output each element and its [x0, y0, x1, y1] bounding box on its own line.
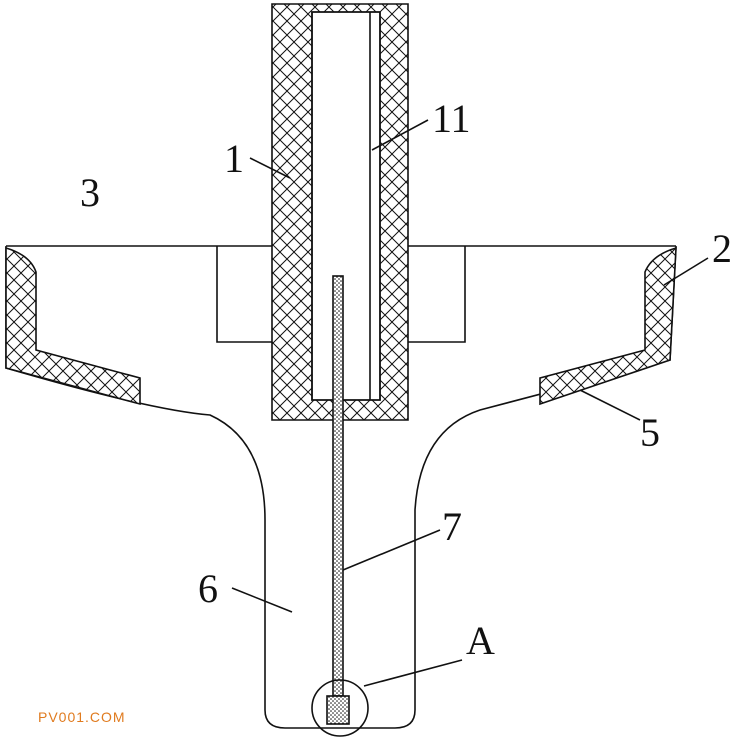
- leader-1: [249, 157, 291, 179]
- right-hatched-wall: [539, 246, 677, 406]
- leader-5: [579, 389, 641, 421]
- label-6: 6: [198, 566, 218, 611]
- label-7: 7: [442, 504, 462, 549]
- housing-outline: [5, 245, 677, 729]
- watermark: PV001.COM: [38, 709, 126, 725]
- leader-a: [363, 659, 463, 687]
- label-2: 2: [712, 226, 732, 271]
- label-11: 11: [432, 96, 471, 141]
- label-3: 3: [80, 170, 100, 215]
- left-hatched-wall: [5, 246, 141, 406]
- detail-circle-a: [311, 679, 369, 737]
- label-a: A: [466, 618, 495, 663]
- inner-collar: [216, 246, 466, 343]
- leader-11: [371, 119, 429, 151]
- inner-liner: [311, 11, 381, 401]
- label-5: 5: [640, 410, 660, 455]
- leader-2: [663, 257, 709, 286]
- label-1: 1: [224, 136, 244, 181]
- leader-7: [342, 529, 441, 571]
- leader-6: [231, 587, 293, 613]
- probe-rod: [332, 275, 344, 697]
- probe-tip: [326, 695, 350, 725]
